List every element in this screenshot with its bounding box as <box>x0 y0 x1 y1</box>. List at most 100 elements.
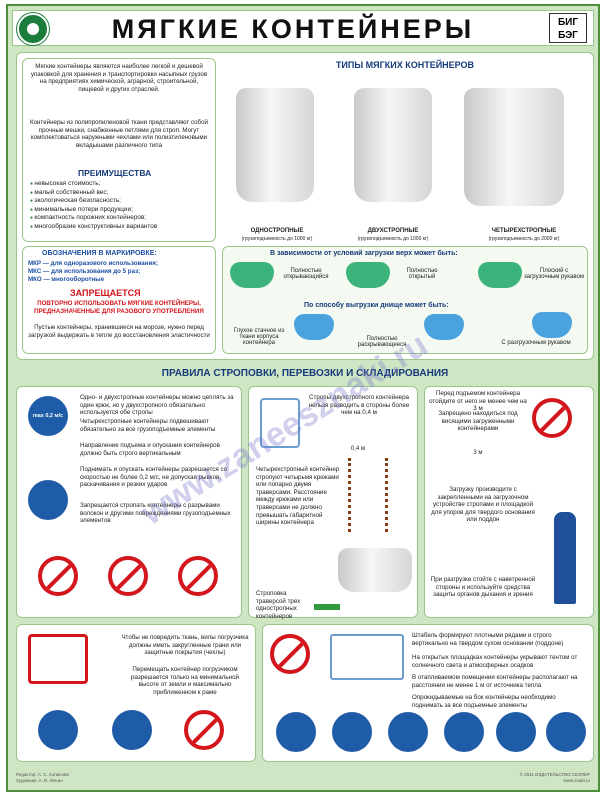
temperature-icon <box>388 712 428 752</box>
spout-top-icon <box>478 262 522 288</box>
prohibit-forklift-icon <box>184 710 224 750</box>
stack-order-icon <box>332 712 372 752</box>
forklift-icon <box>28 634 88 684</box>
right-p1: Перед подъемом контейнера отойдите от не… <box>429 390 527 413</box>
prohibit-damaged-icon <box>38 556 78 596</box>
bottom-left-p1: Чтобы не повредить ткань, вилы погрузчик… <box>121 634 249 657</box>
single-sling-bag-icon <box>236 88 314 202</box>
lift-speed-icon: max 0,2 м/с <box>28 396 68 436</box>
bottom-title: По способу выгрузки днище может быть: <box>304 302 449 309</box>
upright-icon <box>276 712 316 752</box>
top-load-item: Плоский с загрузочным рукавом <box>524 268 584 280</box>
page-title: МЯГКИЕ КОНТЕЙНЕРЫ <box>111 14 475 44</box>
forklift-low-icon <box>38 710 78 750</box>
heat-distance-icon <box>496 712 536 752</box>
prohibit-tilt-icon <box>108 556 148 596</box>
left-p2: Четырехстропные контейнеры подвешивают о… <box>80 418 216 433</box>
advantage-item: минимальные потери продукции; <box>30 206 210 215</box>
height-limit-icon <box>112 710 152 750</box>
prohibit-stacking-icon <box>270 634 310 674</box>
left-p1: Одно- и двухстропные контейнеры можно це… <box>80 394 234 417</box>
footer-right1: © 2011 ИЗДАТЕЛЬСТВО СЕЛЛЕР <box>519 772 590 777</box>
open-bottom-icon <box>424 314 464 340</box>
type-name: ДВУХСТРОПНЫЕ <box>367 228 419 234</box>
bottom-item: Глухое стачное из ткани корпуса контейне… <box>233 328 285 346</box>
open-top-icon <box>230 262 274 288</box>
double-sling-bag-icon <box>354 88 432 202</box>
footer-right2: www.znaki.ru <box>563 778 590 783</box>
header: МЯГКИЕ КОНТЕЙНЕРЫ БИГ БЭГ <box>12 10 594 46</box>
bottom-item: С разгрузочным рукавом <box>501 340 571 346</box>
big-bag-tag: БИГ БЭГ <box>549 13 587 43</box>
rain-protect-icon <box>546 712 586 752</box>
right-p3: Загрузку производите с закрепленными на … <box>431 486 535 524</box>
type-name: ЧЕТЫРЕХСТРОПНЫЕ <box>491 228 557 234</box>
types-title: ТИПЫ МЯГКИХ КОНТЕЙНЕРОВ <box>335 60 475 70</box>
three-bags-traverse-icon <box>338 548 412 592</box>
advantage-item: экологическая безопасность; <box>30 197 210 206</box>
full-open-top-icon <box>346 262 390 288</box>
poster: МЯГКИЕ КОНТЕЙНЕРЫ БИГ БЭГ Мягкие контейне… <box>6 4 600 792</box>
tag-line1: БИГ <box>557 17 579 28</box>
marking-item: МКО — многооборотные <box>28 276 105 283</box>
top-load-item: Полностью открытый <box>406 268 438 280</box>
forbidden-note: Пустые контейнеры, хранившиеся на морозе… <box>28 324 210 339</box>
tag-line2: БЭГ <box>558 30 578 41</box>
publisher-logo-icon <box>17 13 49 45</box>
left-p5: Запрещается стропать контейнеры с разрыв… <box>80 502 231 525</box>
footer-left1: Редактор: А. С. Кописова <box>16 772 69 777</box>
four-hook-icon <box>28 480 68 520</box>
spout-bottom-icon <box>532 312 572 338</box>
bottom-left-p2: Перемещать контейнер погрузчиком разреша… <box>131 666 239 696</box>
mid-p1: Стропы двухстропного контейнера нельзя р… <box>308 394 410 417</box>
type-name: ОДНОСТРОПНЫЕ <box>250 228 304 234</box>
marking-panel <box>22 246 216 354</box>
top-load-item: Полностью открывающийся <box>283 268 329 280</box>
left-p3: Направление подъема и опускания контейне… <box>80 442 220 457</box>
load-panel <box>222 246 588 354</box>
intro-p2: Контейнеры из полипропиленовой ткани пре… <box>29 119 209 149</box>
bottom-right-p2: На открытых площадках контейнеры укрываю… <box>412 654 578 669</box>
bottom-item: Полностью раскрывающееся <box>357 336 407 348</box>
arrow-right-icon <box>314 604 340 610</box>
speed-label: max 0,2 м/с <box>32 413 64 419</box>
type-note: (грузоподъемность до 1000 кг) <box>241 236 313 242</box>
type-note: (грузоподъемность до 1000 кг) <box>357 236 429 242</box>
bottom-right-p3: В отапливаемом помещении контейнеры расп… <box>412 674 578 689</box>
sun-protect-icon <box>444 712 484 752</box>
marking-item: МКС — для использования до 5 раз; <box>28 268 141 275</box>
mid-dim: 0,4 м <box>350 446 366 452</box>
advantages-list: невысокая стоимость; малый собственный в… <box>30 180 210 232</box>
intro-p1: Мягкие контейнеры являются наиболее легк… <box>30 63 208 93</box>
prohibit-under-load-icon <box>532 398 572 438</box>
right-p2: Запрещено находиться под висящими загруж… <box>438 410 518 433</box>
forbidden-text: ПОВТОРНО ИСПОЛЬЗОВАТЬ МЯГКИЕ КОНТЕЙНЕРЫ,… <box>34 300 204 315</box>
marking-item: МКР — для одноразового использования; <box>28 260 158 267</box>
prohibit-single-hook-icon <box>178 556 218 596</box>
bottom-right-p4: Опрокидываемые на бок контейнеры необход… <box>412 694 556 709</box>
mid-p2: Четырехстропный контейнер стропуют четыр… <box>256 466 340 527</box>
advantage-item: компактность порожних контейнеров; <box>30 214 210 223</box>
right-p4: При разгрузке стойте с наветренной сторо… <box>430 576 536 599</box>
forbidden-title: ЗАПРЕЩАЕТСЯ <box>70 288 141 298</box>
type-note: (грузоподъемность до 2000 кг) <box>488 236 560 242</box>
advantage-item: многообразие конструктивных вариантов <box>30 223 210 232</box>
worker-icon <box>554 512 576 604</box>
plain-bottom-icon <box>294 314 334 340</box>
bottom-right-panel <box>262 624 594 762</box>
footer-left2: Художник: А. В. Ильин <box>16 778 63 783</box>
top-load-title: В зависимости от условий загрузки верх м… <box>270 250 458 257</box>
mid-p3: Строповка траверсой трех одностропных ко… <box>256 590 301 620</box>
right-dist: 3 м <box>473 450 483 456</box>
four-sling-bag-icon <box>464 88 564 206</box>
advantage-item: невысокая стоимость; <box>30 180 210 189</box>
container-diagram-icon <box>260 398 300 448</box>
advantage-item: малый собственный вес; <box>30 189 210 198</box>
marking-title: ОБОЗНАЧЕНИЯ В МАРКИРОВКЕ: <box>42 250 157 257</box>
left-p4: Поднимать и опускать контейнеры разрешае… <box>80 466 228 489</box>
advantages-title: ПРЕИМУЩЕСТВА <box>78 168 152 178</box>
stack-icon <box>330 634 404 680</box>
chain-sling-icon <box>348 458 388 532</box>
